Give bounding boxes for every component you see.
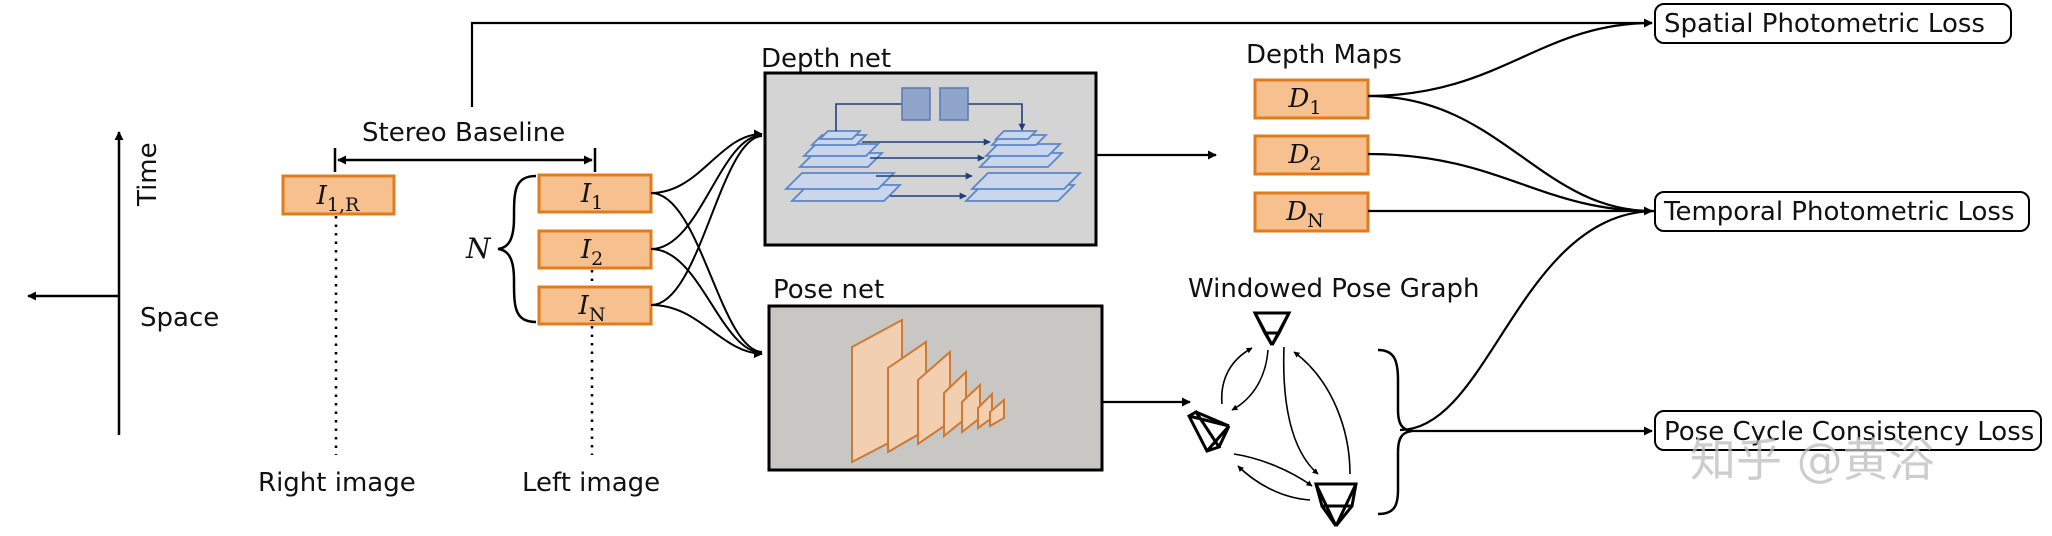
frame-right-box: I1,R xyxy=(281,174,396,216)
depth-map-2-base: D xyxy=(1288,140,1310,170)
left-image-label: Left image xyxy=(522,468,660,498)
depth-maps-to-losses-connectors xyxy=(1367,21,1657,432)
pose-net-box xyxy=(767,304,1104,472)
frame-left-n-sub: N xyxy=(589,304,606,326)
depth-map-2-box: D2 xyxy=(1253,134,1370,176)
temporal-loss-box: Temporal Photometric Loss xyxy=(1654,191,2030,232)
watermark-text: 知乎 @黄浴 xyxy=(1690,433,1935,487)
n-brace xyxy=(497,174,537,324)
depth-maps-title: Depth Maps xyxy=(1246,40,1402,70)
pose-net-label: Pose net xyxy=(773,275,884,305)
pose-cycle-loss-box: Pose Cycle Consistency Loss xyxy=(1654,410,2042,451)
pose-graph-title: Windowed Pose Graph xyxy=(1188,274,1480,304)
depth-bottleneck xyxy=(901,87,969,121)
frame-left-n-base: I xyxy=(578,291,590,321)
frame-right-sub: 1,R xyxy=(327,194,360,216)
space-axis-label: Space xyxy=(140,303,219,333)
space-time-axes: Time Space xyxy=(27,131,219,435)
n-brace-label: N xyxy=(465,232,492,265)
frame-left-2-box: I2 xyxy=(537,229,653,270)
pose-net-layers xyxy=(851,318,1005,464)
svg-text:D1: D1 xyxy=(1288,84,1322,119)
frame-left-2-sub: 2 xyxy=(591,248,603,270)
pose-graph-edges xyxy=(1220,346,1351,501)
frame-left-1-sub: 1 xyxy=(591,192,603,214)
pose-cycle-loss-label: Pose Cycle Consistency Loss xyxy=(1664,417,2034,447)
depth-map-1-sub: 1 xyxy=(1309,97,1321,119)
svg-text:I2: I2 xyxy=(580,235,603,270)
svg-text:IN: IN xyxy=(578,291,606,326)
frame-right-base: I xyxy=(316,181,328,211)
frames-to-nets-connectors xyxy=(650,129,763,359)
depth-map-1-box: D1 xyxy=(1253,78,1370,120)
frame-left-1-base: I xyxy=(580,179,592,209)
frame-left-n-box: IN xyxy=(537,285,653,326)
spatial-loss-connector xyxy=(470,18,1653,107)
depth-map-n-sub: N xyxy=(1307,210,1324,232)
depth-map-n-base: D xyxy=(1285,197,1307,227)
camera-top-icon xyxy=(1252,311,1292,346)
camera-left-icon xyxy=(1187,409,1231,453)
temporal-loss-label: Temporal Photometric Loss xyxy=(1663,197,2015,227)
svg-text:DN: DN xyxy=(1285,197,1323,232)
stereo-baseline-label: Stereo Baseline xyxy=(362,118,565,148)
frame-left-2-base: I xyxy=(580,235,592,265)
depth-encoder-layers xyxy=(783,130,903,202)
svg-text:D2: D2 xyxy=(1288,140,1322,175)
svg-text:I1: I1 xyxy=(580,179,603,214)
pose-graph-brace xyxy=(1377,348,1413,516)
depth-net-box xyxy=(763,71,1098,247)
spatial-loss-box: Spatial Photometric Loss xyxy=(1654,3,2012,44)
spatial-loss-label: Spatial Photometric Loss xyxy=(1664,9,1985,39)
depth-net-label: Depth net xyxy=(761,44,891,74)
depth-map-n-box: DN xyxy=(1253,191,1370,233)
svg-text:I1,R: I1,R xyxy=(316,181,360,216)
stereo-baseline: Stereo Baseline xyxy=(333,118,597,172)
right-image-label: Right image xyxy=(258,468,416,498)
depth-map-1-base: D xyxy=(1288,84,1310,114)
frame-left-1-box: I1 xyxy=(537,173,653,214)
depth-map-2-sub: 2 xyxy=(1309,153,1321,175)
depth-decoder-layers xyxy=(963,130,1083,202)
pose-graph xyxy=(1187,311,1358,527)
time-axis-label: Time xyxy=(133,142,163,207)
camera-bottom-right-icon xyxy=(1314,482,1358,527)
